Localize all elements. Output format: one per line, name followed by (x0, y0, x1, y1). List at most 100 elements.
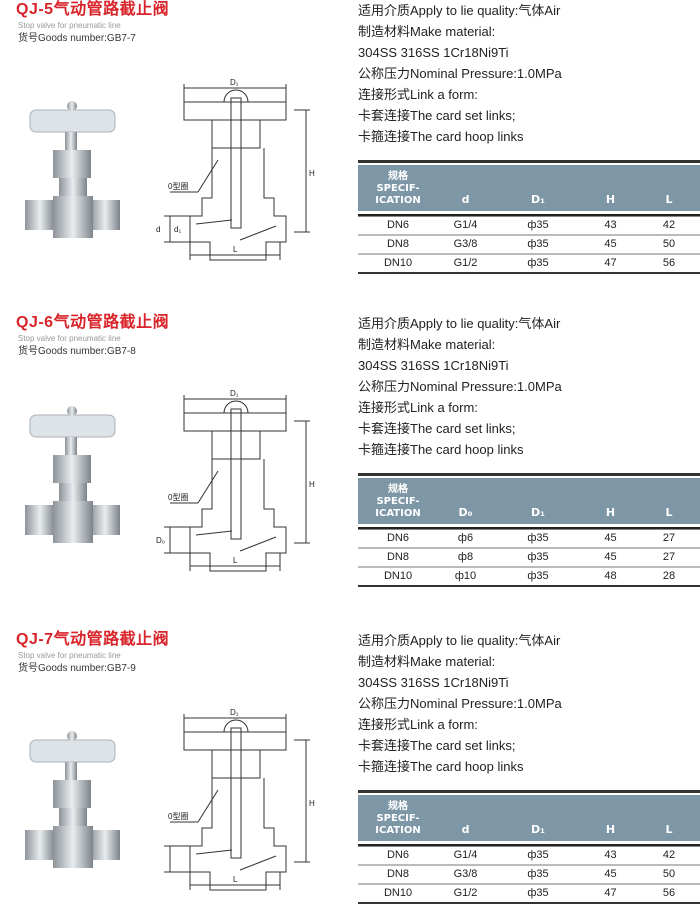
spec-line: 卡箍连接The card hoop links (358, 442, 524, 457)
spec-en-2: ICATION (375, 508, 421, 519)
table-cell: ф35 (527, 849, 549, 861)
header-cell: L (665, 506, 673, 519)
dim-label-l: L (233, 556, 238, 565)
spec-line: 304SS 316SS 1Cr18Ni9Ti (358, 358, 509, 373)
product-title: QJ-7气动管路截止阀 (16, 631, 170, 648)
table-cell: 45 (604, 532, 617, 544)
spec-line: 304SS 316SS 1Cr18Ni9Ti (358, 45, 509, 60)
table-cell: G1/2 (453, 257, 478, 269)
header-cell: D₁ (531, 823, 545, 836)
table-cell: 27 (662, 551, 676, 563)
product-title: QJ-5气动管路截止阀 (16, 1, 170, 18)
table-cell: 42 (662, 219, 676, 231)
table-cell: 27 (662, 532, 676, 544)
goods-number: 货号Goods number:GB7-7 (18, 33, 136, 44)
dim-label-d1-small: d₁ (174, 225, 181, 234)
table-cell: 50 (662, 868, 676, 880)
product-section: QJ-7气动管路截止阀 Stop valve for pneumatic lin… (0, 630, 700, 907)
table-cell: ф35 (527, 219, 549, 231)
product-subtitle: Stop valve for pneumatic line (18, 21, 121, 30)
table-cell: G3/8 (453, 238, 478, 250)
spec-en-2: ICATION (375, 825, 421, 836)
header-cell: H (605, 193, 616, 206)
product-section: QJ-5气动管路截止阀 Stop valve for pneumatic lin… (0, 0, 700, 300)
table-cell: DN8 (386, 551, 409, 563)
product-subtitle: Stop valve for pneumatic line (18, 651, 121, 660)
dim-label-l: L (233, 875, 238, 884)
header-cell: D₀ (458, 506, 473, 519)
spec-line: 公称压力Nominal Pressure:1.0MPa (358, 696, 562, 711)
header-cell: D₁ (531, 193, 545, 206)
spec-line: 连接形式Link a form: (358, 400, 478, 415)
spec-cn: 规格 (388, 801, 408, 812)
spec-list: 适用介质Apply to lie quality:气体Air 制造材料Make m… (358, 313, 562, 460)
valve-technical-drawing: D₁ H 0型圈 L (164, 708, 315, 891)
dim-label-h: H (309, 480, 315, 489)
table-cell: ф35 (527, 238, 549, 250)
spec-line: 适用介质Apply to lie quality:气体Air (358, 633, 561, 648)
table-top-rule (358, 160, 700, 163)
table-cell: G1/4 (453, 219, 478, 231)
spec-cn: 规格 (388, 484, 408, 495)
table-cell: 42 (662, 849, 676, 861)
header-rule (358, 214, 700, 217)
table-cell: ф35 (527, 887, 549, 899)
dim-label-d: D₀ (156, 536, 165, 545)
dim-label-l: L (233, 245, 238, 254)
table-header: 规格 SPECIF- ICATION d D₁ H L (358, 795, 700, 841)
spec-line: 适用介质Apply to lie quality:气体Air (358, 3, 561, 18)
spec-line: 制造材料Make material: (358, 337, 496, 352)
header-specification: 规格 SPECIF- ICATION (358, 484, 438, 524)
table-cell: ф10 (454, 570, 477, 582)
header-rule (358, 527, 700, 530)
valve-photo (25, 406, 120, 543)
spec-en-1: SPECIF- (376, 813, 420, 824)
table-cell: DN10 (383, 887, 413, 899)
table-cell: DN6 (386, 849, 409, 861)
header-cell: H (605, 823, 616, 836)
table-cell: ф35 (527, 868, 549, 880)
oring-label: 0型圈 (168, 182, 188, 191)
table-header: 规格 SPECIF- ICATION d D₁ H L (358, 165, 700, 211)
table-cell: G3/8 (453, 868, 478, 880)
spec-line: 卡箍连接The card hoop links (358, 759, 524, 774)
header-specification: 规格 SPECIF- ICATION (358, 171, 438, 211)
valve-photo (25, 731, 120, 868)
spec-line: 适用介质Apply to lie quality:气体Air (358, 316, 561, 331)
table-cell: 45 (604, 238, 617, 250)
table-cell: 50 (662, 238, 676, 250)
table-cell: 47 (604, 887, 617, 899)
table-cell: 47 (604, 257, 617, 269)
spec-line: 卡套连接The card set links; (358, 738, 516, 753)
valve-photo (25, 101, 120, 238)
product-title: QJ-6气动管路截止阀 (16, 314, 170, 331)
table-cell: DN10 (383, 570, 413, 582)
oring-label: 0型圈 (168, 493, 188, 502)
spec-line: 304SS 316SS 1Cr18Ni9Ti (358, 675, 509, 690)
product-section: QJ-6气动管路截止阀 Stop valve for pneumatic lin… (0, 313, 700, 613)
dim-label-d: d (156, 225, 160, 234)
product-subtitle: Stop valve for pneumatic line (18, 334, 121, 343)
spec-en-2: ICATION (375, 195, 421, 206)
table-cell: ф8 (457, 551, 474, 563)
spec-line: 卡套连接The card set links; (358, 108, 516, 123)
table-top-rule (358, 473, 700, 476)
dim-label-d1: D₁ (230, 389, 239, 398)
spec-cn: 规格 (388, 171, 408, 182)
spec-line: 公称压力Nominal Pressure:1.0MPa (358, 66, 562, 81)
table-cell: ф35 (527, 257, 549, 269)
valve-technical-drawing: D₁ H 0型圈 D₀ L (156, 389, 315, 572)
table-cell: ф6 (457, 532, 474, 544)
dim-label-h: H (309, 799, 315, 808)
